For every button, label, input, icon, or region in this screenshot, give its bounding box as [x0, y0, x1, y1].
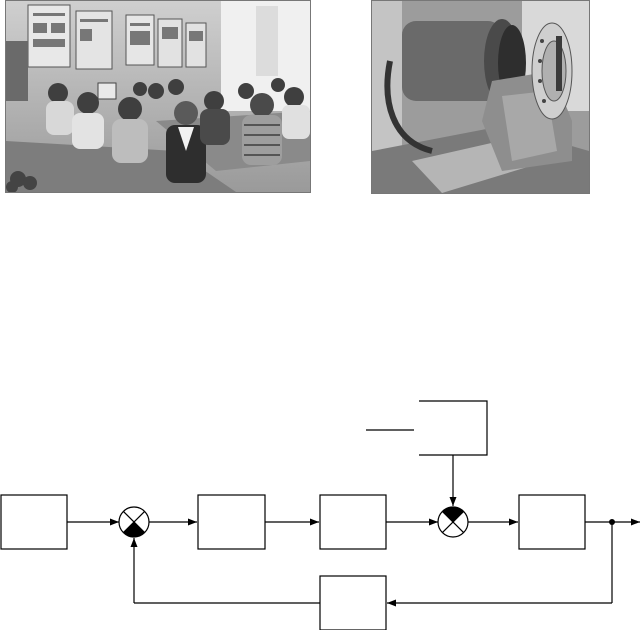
block-3 [319, 494, 387, 550]
block-plant [518, 494, 586, 550]
classroom-photo [5, 0, 311, 193]
machine-photo [371, 0, 590, 194]
block-2 [197, 494, 266, 550]
block-feedback [319, 575, 387, 630]
control-block-diagram [0, 400, 640, 630]
branch-point [609, 519, 615, 525]
machine-photo-art [372, 1, 589, 193]
summing-junction-2 [437, 506, 469, 538]
summing-junction-1 [118, 506, 150, 538]
classroom-photo-art [6, 1, 310, 192]
block-disturbance [419, 400, 488, 456]
block-input [0, 494, 68, 550]
